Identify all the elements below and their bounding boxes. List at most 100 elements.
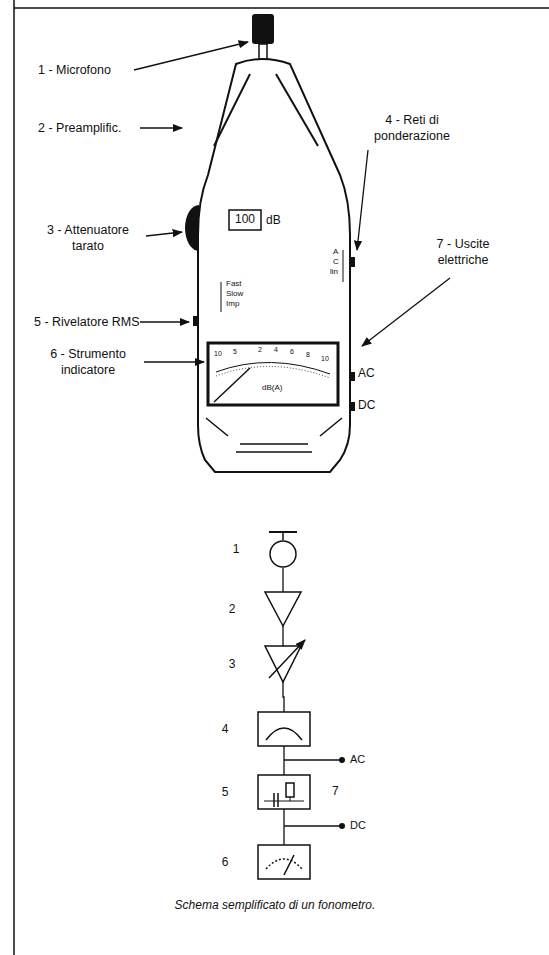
node-shape xyxy=(258,712,310,746)
ac-terminal xyxy=(339,757,345,763)
dc-tap-wire xyxy=(284,825,340,826)
capacitor-symbol xyxy=(274,793,278,807)
scale-number: 10 xyxy=(321,355,329,362)
switch-position: Slow xyxy=(226,290,243,298)
rc-wire xyxy=(264,801,304,802)
adjust-arrow xyxy=(269,640,305,678)
caption: Schema semplificato di un fonometro. xyxy=(40,898,510,914)
leader-arrow xyxy=(144,361,204,362)
meter-needle xyxy=(214,368,250,402)
callout-number: 2 xyxy=(225,602,239,616)
body-ridge xyxy=(276,74,318,146)
leader-arrow xyxy=(146,232,182,236)
callout-number: 5 xyxy=(218,785,232,799)
scale-unit: dB(A) xyxy=(262,384,282,392)
body-ridge xyxy=(236,451,312,453)
callout-label: 2 - Preamplific. xyxy=(38,120,121,136)
scale-number: 6 xyxy=(290,348,294,355)
leader-arrow xyxy=(140,321,189,322)
mic-stem xyxy=(282,532,284,540)
scale-number: 8 xyxy=(306,351,310,358)
amplifier-symbol: 2 xyxy=(265,592,301,626)
leader-arrow xyxy=(134,42,248,70)
attenuator-symbol: 3 xyxy=(265,646,301,682)
unit-label: dB xyxy=(266,213,281,229)
range-value: 100 xyxy=(232,212,258,228)
callout-label: 7 - Uscite elettriche xyxy=(418,236,508,269)
dc-terminal xyxy=(339,823,345,829)
leader-arrow xyxy=(362,278,450,346)
leader-arrow xyxy=(357,150,368,250)
callout-number: 3 xyxy=(225,657,239,671)
scale-number: 4 xyxy=(274,346,278,353)
callout-number: 7 xyxy=(332,784,339,800)
meter-display xyxy=(208,343,338,405)
switch-travel xyxy=(343,250,344,282)
frame-line xyxy=(14,7,549,9)
weighting-switch xyxy=(349,257,355,267)
box-outline xyxy=(258,845,310,879)
switch-position: A xyxy=(333,248,338,256)
microphone-symbol: 1 xyxy=(269,530,297,568)
signal-wire xyxy=(283,746,284,775)
resistor-symbol xyxy=(286,783,294,797)
switch-position: Fast xyxy=(226,280,242,288)
switch-position: Imp xyxy=(226,300,239,308)
ac-socket xyxy=(349,372,355,381)
scale-number: 5 xyxy=(233,348,237,355)
body-ridge xyxy=(240,443,308,445)
ac-tap-wire xyxy=(284,759,340,760)
callout-label: 3 - Attenuatore tarato xyxy=(32,222,144,255)
scale-number: 2 xyxy=(258,346,262,353)
amplifier-triangle xyxy=(265,592,301,626)
callout-label: 5 - Rivelatore RMS xyxy=(34,314,140,330)
callout-number: 4 xyxy=(218,722,232,736)
meter-scale xyxy=(266,859,302,869)
signal-wire xyxy=(283,682,284,712)
box-outline xyxy=(258,712,310,746)
callout-number: 6 xyxy=(218,855,232,869)
attenuator-knob xyxy=(185,205,199,251)
switch-travel xyxy=(221,282,222,312)
meter-scale xyxy=(216,362,330,374)
detector-switch xyxy=(193,316,199,326)
mic-circle xyxy=(270,541,296,567)
signal-wire xyxy=(282,626,283,646)
node-shape xyxy=(258,845,310,879)
callout-label: 4 - Reti di ponderazione xyxy=(362,112,462,145)
meter-symbol: 6 xyxy=(258,845,310,879)
frame-line xyxy=(13,0,15,955)
box-outline xyxy=(258,775,310,809)
output-label: DC xyxy=(358,398,375,414)
output-label: AC xyxy=(358,366,375,382)
terminal-label: DC xyxy=(350,818,366,832)
scale-number: 10 xyxy=(214,350,222,357)
weighting-network-box: 4 xyxy=(258,712,310,746)
switch-position: C xyxy=(333,258,339,266)
node-shape xyxy=(265,646,301,682)
signal-wire xyxy=(282,568,283,592)
callout-label: 1 - Microfono xyxy=(38,62,111,78)
meter-body xyxy=(198,59,350,472)
meter-needle xyxy=(284,855,294,875)
range-window xyxy=(229,210,261,230)
terminal-label: AC xyxy=(350,752,365,766)
dc-socket xyxy=(349,402,355,411)
node-shape xyxy=(269,530,297,568)
body-ridge xyxy=(214,74,250,146)
signal-wire xyxy=(283,809,284,845)
body-ridge xyxy=(320,418,342,436)
leader-arrow xyxy=(140,127,182,128)
body-ridge xyxy=(206,418,228,436)
meter-ticks xyxy=(216,366,330,378)
callout-label: 6 - Strumento indicatore xyxy=(34,346,142,379)
callout-number: 1 xyxy=(229,542,243,556)
rms-detector-box: 5 xyxy=(258,775,310,809)
node-shape xyxy=(265,592,301,626)
node-shape xyxy=(258,775,310,809)
microphone xyxy=(252,14,274,44)
filter-curve xyxy=(266,728,302,740)
switch-position: lin xyxy=(330,268,338,276)
